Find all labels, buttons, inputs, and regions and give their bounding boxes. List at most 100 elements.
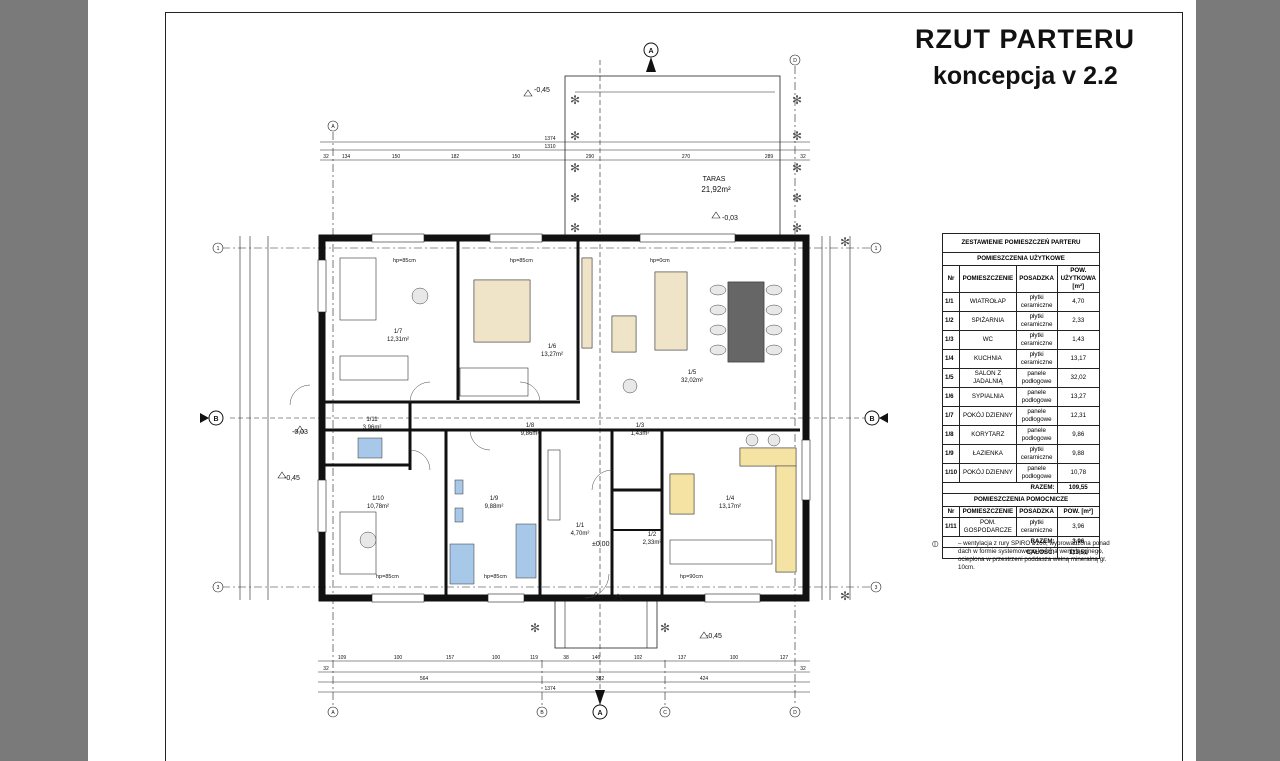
- dimension-label: 100: [492, 655, 501, 661]
- grid-label-1-left: 1: [217, 246, 220, 252]
- room-label-area: 12,31m²: [387, 337, 409, 343]
- sill-height-label: hp=85cm: [510, 258, 533, 264]
- cell-floor: panele podłogowe: [1015, 387, 1058, 407]
- cell-room: ŁAZIENKA: [959, 444, 1017, 464]
- room-label-id: 1/9: [490, 496, 499, 502]
- room-label-area: 32,02m²: [681, 378, 703, 384]
- column-header: POW. UŻYTKOWA [m²]: [1056, 265, 1101, 293]
- cell-floor: płytki ceramiczne: [1015, 330, 1058, 350]
- cell-floor: płytki ceramiczne: [1015, 444, 1058, 464]
- cell-nr: 1/8: [941, 425, 961, 445]
- cell-room: SYPIALNIA: [959, 387, 1017, 407]
- dimension-label: 32: [800, 154, 806, 160]
- svg-text:✻: ✻: [570, 221, 580, 235]
- dimension-label: 38: [563, 655, 569, 661]
- svg-text:✻: ✻: [840, 235, 850, 249]
- svg-text:✻: ✻: [660, 621, 670, 635]
- sill-height-label: hp=85cm: [484, 574, 507, 580]
- terrace-name: TARAS: [703, 176, 726, 183]
- sill-height-label: hp=85cm: [376, 574, 399, 580]
- level-outer-bottom: -0,45: [706, 633, 722, 640]
- svg-text:✻: ✻: [570, 191, 580, 205]
- grid-label-d-bottom: D: [793, 710, 797, 716]
- dimension-label: 157: [446, 655, 455, 661]
- section-marker-a-bottom: A: [597, 710, 602, 717]
- cell-nr: 1/3: [941, 330, 961, 350]
- column-header: POMIESZCZENIE: [959, 506, 1017, 518]
- section-marker-b-right: B: [869, 416, 874, 423]
- room-label-area: 9,88m²: [485, 504, 504, 510]
- svg-text:✻: ✻: [792, 93, 802, 107]
- cell-floor: płytki ceramiczne: [1015, 292, 1058, 312]
- sill-height-label: hp=85cm: [393, 258, 416, 264]
- dimension-label: 137: [678, 655, 687, 661]
- room-schedule-table: ZESTAWIENIE POMIESZCZEŃ PARTERU POMIESZC…: [941, 233, 1101, 559]
- dimension-label: 1310: [544, 144, 555, 150]
- column-header: Nr: [941, 506, 961, 518]
- room-label-area: 3,96m²: [363, 425, 382, 431]
- cell-room: WC: [959, 330, 1017, 350]
- cell-floor: panele podłogowe: [1015, 406, 1058, 426]
- cell-area: 32,02: [1056, 368, 1101, 388]
- svg-text:✻: ✻: [570, 93, 580, 107]
- room-label-area: 9,86m²: [521, 431, 540, 437]
- subtotal-label: RAZEM:: [942, 482, 1058, 494]
- grid-label-3-left: 3: [217, 585, 220, 591]
- table-section-auxiliary: POMIESZCZENIA POMOCNICZE: [942, 493, 1100, 507]
- room-label-id: 1/4: [726, 496, 735, 502]
- room-label-area: 10,78m²: [367, 504, 389, 510]
- cell-nr: 1/6: [941, 387, 961, 407]
- dimension-label: 290: [586, 154, 595, 160]
- dimension-label: 32: [323, 154, 329, 160]
- room-label-area: 13,27m²: [541, 352, 563, 358]
- dimension-label: 146: [592, 655, 601, 661]
- total-value: 113,51: [1056, 547, 1101, 559]
- dimension-label: 127: [780, 655, 789, 661]
- total-label: CAŁOŚĆ:: [942, 547, 1058, 559]
- cell-nr: 1/1: [941, 292, 961, 312]
- table-heading: ZESTAWIENIE POMIESZCZEŃ PARTERU: [942, 233, 1100, 253]
- cell-area: 10,78: [1056, 463, 1101, 483]
- dimension-label: 150: [392, 154, 401, 160]
- svg-text:✻: ✻: [570, 161, 580, 175]
- cell-nr: 1/5: [941, 368, 961, 388]
- room-label-area: 2,33m²: [643, 540, 662, 546]
- cell-room: POKÓJ DZIENNY: [959, 406, 1017, 426]
- svg-text:✻: ✻: [792, 161, 802, 175]
- room-label-id: 1/10: [372, 496, 384, 502]
- cell-floor: panele podłogowe: [1015, 425, 1058, 445]
- cell-area: 9,86: [1056, 425, 1101, 445]
- sill-height-label: hp=0cm: [650, 258, 670, 264]
- dimension-label: 182: [451, 154, 460, 160]
- dimension-label: 109: [338, 655, 347, 661]
- sill-height-label: hp=90cm: [680, 574, 703, 580]
- dimension-label: 1374: [544, 686, 555, 692]
- dimension-label: 289: [765, 154, 774, 160]
- dimension-label: 102: [634, 655, 643, 661]
- cell-floor: panele podłogowe: [1015, 368, 1058, 388]
- room-label-id: 1/7: [394, 329, 403, 335]
- grid-label-b-bottom: B: [540, 710, 544, 716]
- cell-area: 9,88: [1056, 444, 1101, 464]
- cell-area: 13,27: [1056, 387, 1101, 407]
- ventilation-note-text: – wentylacja z rury SPIRO ø160, wyprowad…: [958, 540, 1110, 571]
- cell-nr: 1/9: [941, 444, 961, 464]
- column-header: Nr: [941, 265, 961, 293]
- svg-text:✻: ✻: [530, 621, 540, 635]
- cell-area: 4,70: [1056, 292, 1101, 312]
- column-header: POSADZKA: [1015, 265, 1058, 293]
- dimension-label: 150: [512, 154, 521, 160]
- cell-nr: 1/7: [941, 406, 961, 426]
- cell-room: WIATROŁAP: [959, 292, 1017, 312]
- grid-label-3-right: 3: [875, 585, 878, 591]
